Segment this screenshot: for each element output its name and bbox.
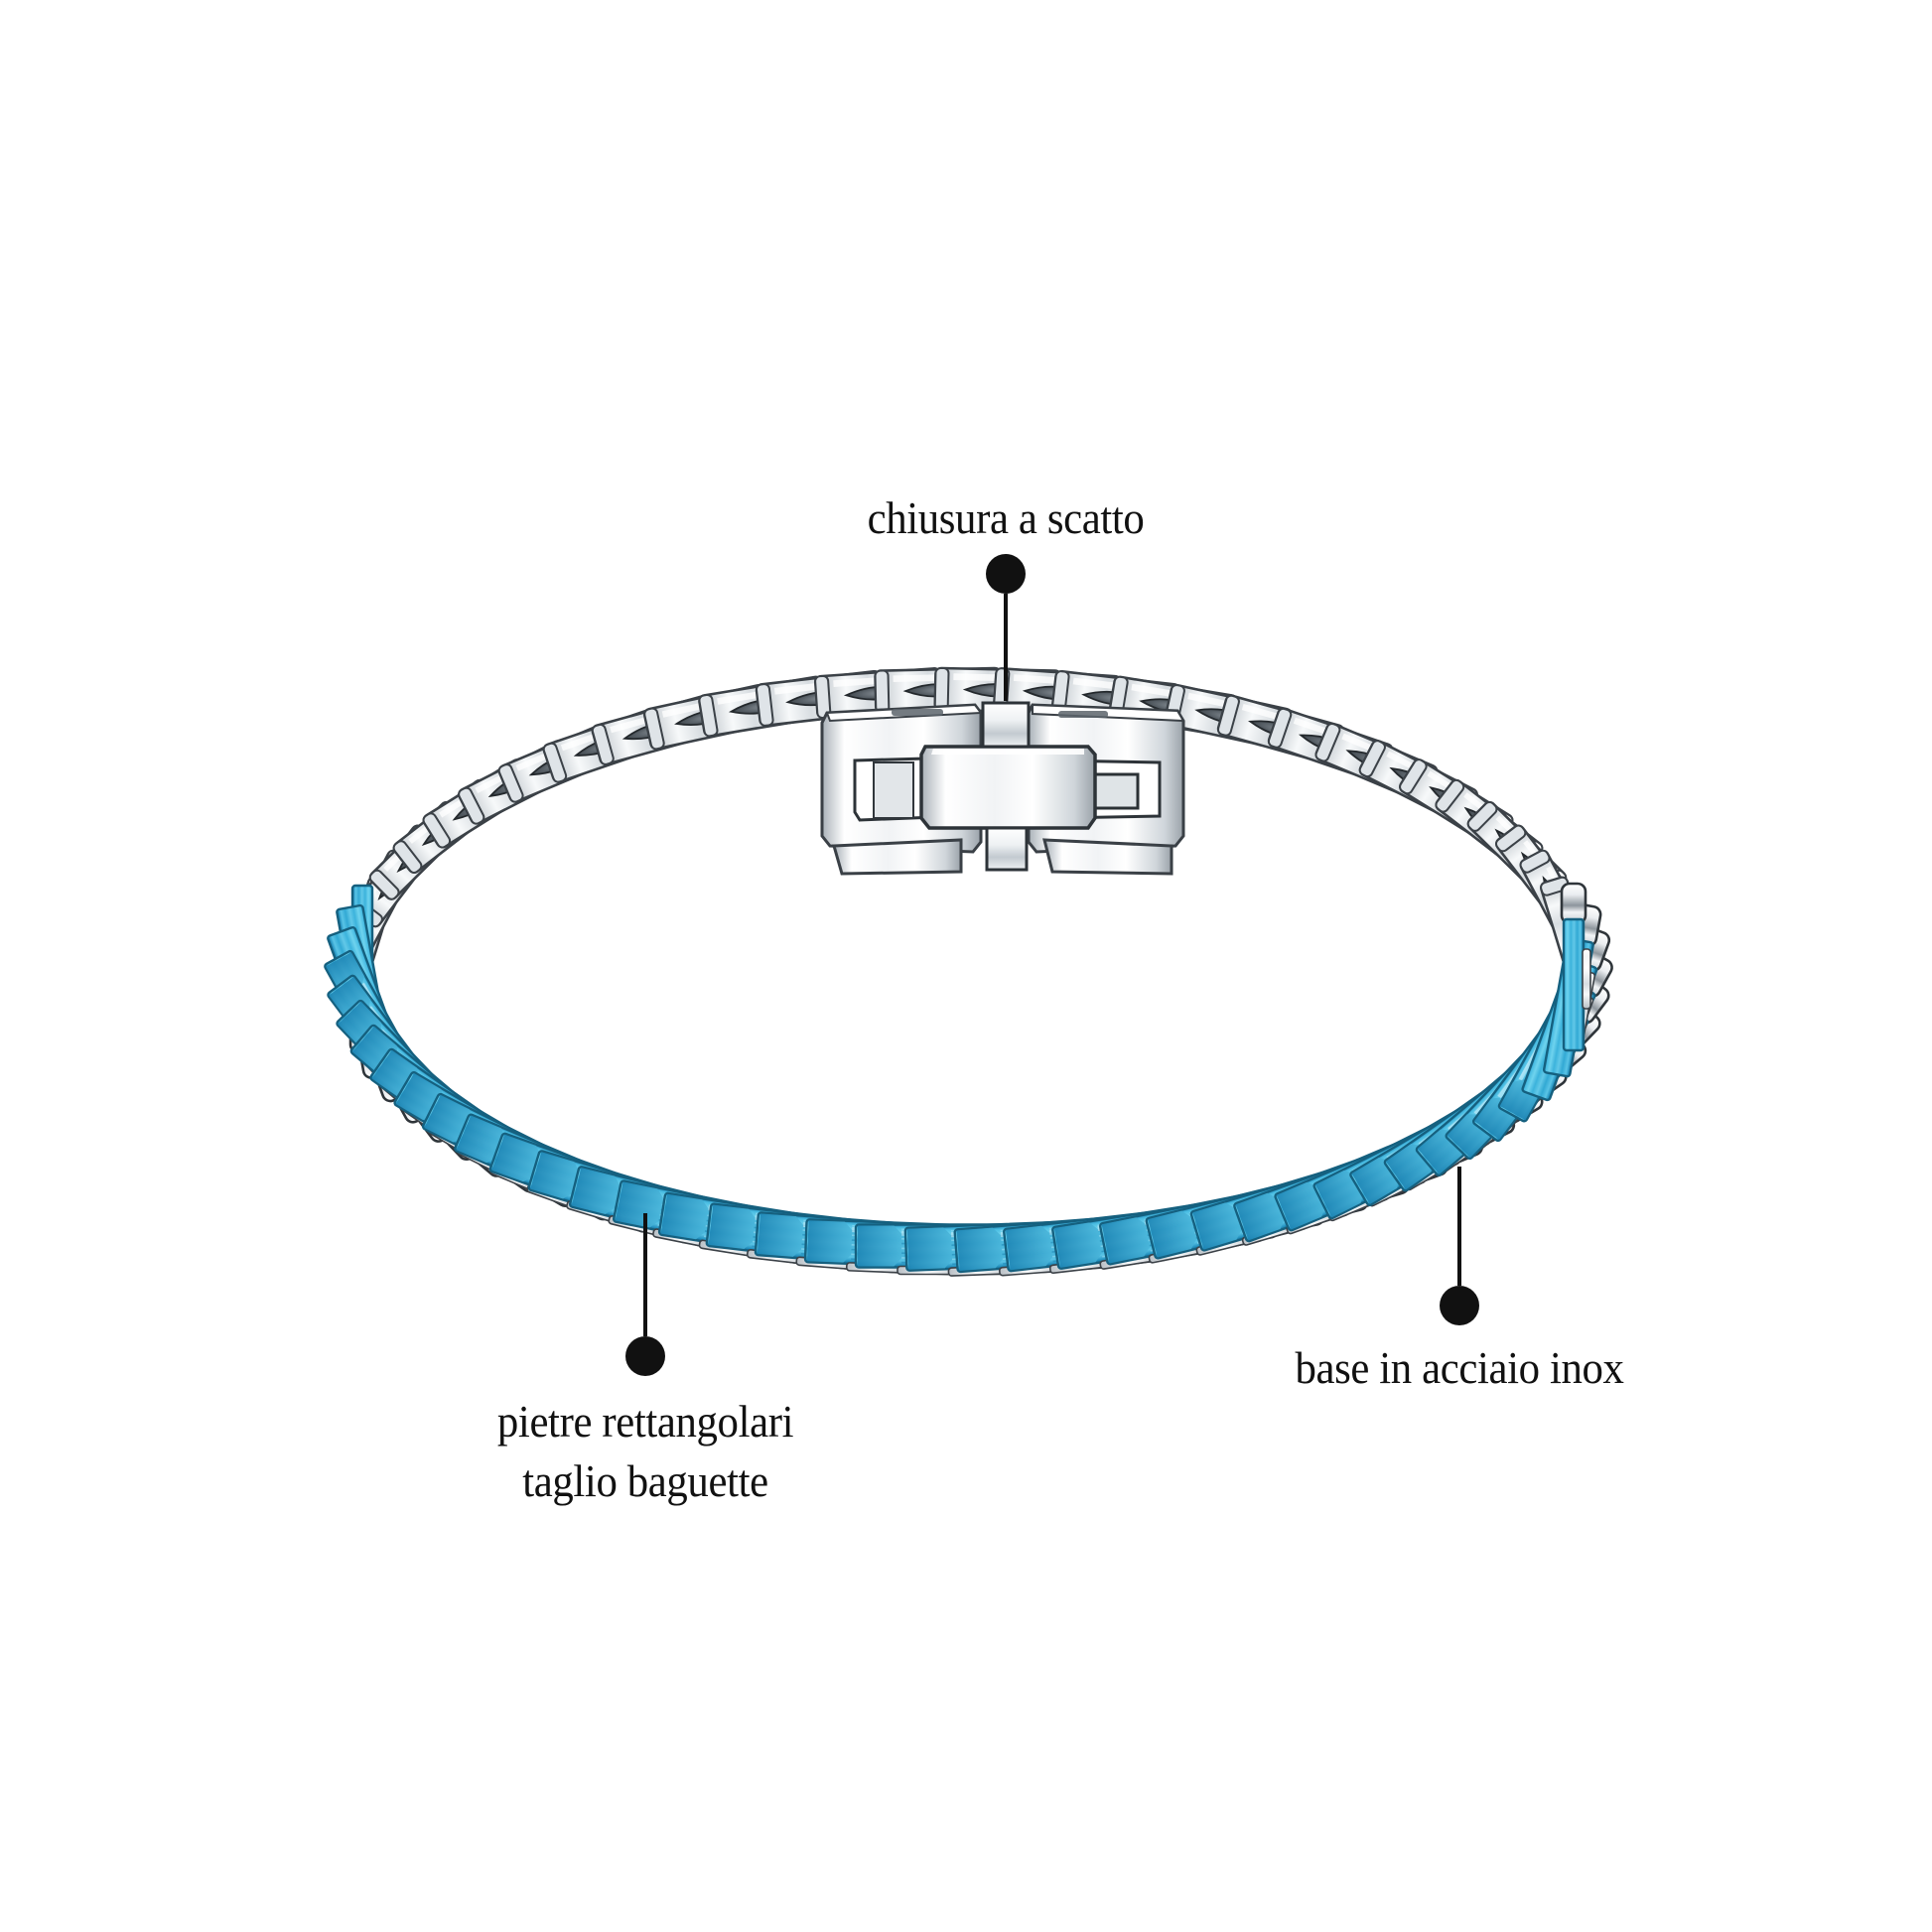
- callout-label-steel: base in acciaio inox: [1295, 1342, 1624, 1393]
- bracelet-front-stones: [324, 882, 1613, 1277]
- callout-dot-clasp: [986, 554, 1026, 594]
- stone-setting-cap: [1560, 882, 1587, 925]
- bracelet-stone-link: [1560, 882, 1591, 1052]
- callout-leaders: [625, 554, 1479, 1376]
- clasp-group: [820, 701, 1185, 876]
- stone-prong: [1582, 948, 1591, 1010]
- callout-label-clasp: chiusura a scatto: [867, 492, 1145, 543]
- callout-dot-stones: [625, 1336, 665, 1376]
- callout-dot-steel: [1440, 1286, 1479, 1325]
- baguette-stone: [1562, 917, 1586, 1052]
- callout-label-stones: pietre rettangolari taglio baguette: [496, 1396, 794, 1506]
